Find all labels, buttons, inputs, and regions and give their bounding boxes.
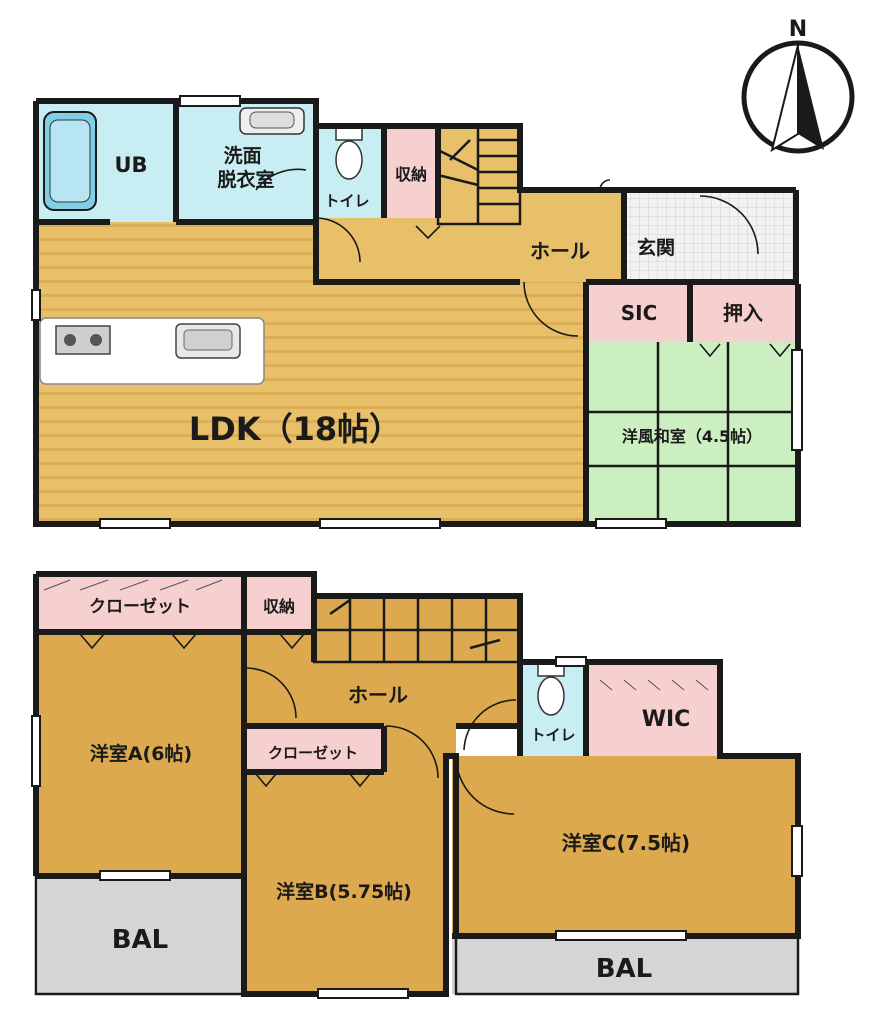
washbasin-icon bbox=[239, 107, 305, 135]
doors-2f bbox=[79, 633, 517, 815]
sic-floor bbox=[588, 282, 690, 342]
oshiire-floor bbox=[690, 282, 796, 342]
room-label-washroom: 洗面 脱衣室 bbox=[217, 144, 274, 191]
room-label-washroom-line2: 脱衣室 bbox=[217, 168, 274, 191]
stove-icon bbox=[55, 325, 111, 355]
room-label-oshiire: 押入 bbox=[723, 301, 763, 325]
room-label-ub: UB bbox=[114, 153, 147, 177]
compass-icon bbox=[741, 40, 855, 154]
room-label-sic: SIC bbox=[621, 301, 658, 325]
windows-1f bbox=[31, 95, 803, 529]
toilet-icon bbox=[537, 663, 565, 716]
bathtub-icon bbox=[43, 111, 97, 211]
doors-1f bbox=[255, 168, 791, 358]
floor-1: UB 洗面 脱衣室 トイレ 収納 ホール 玄関 SIC 押入 LDK（18帖） … bbox=[31, 95, 803, 529]
storage-1f-floor bbox=[384, 126, 438, 218]
room-c-floor bbox=[452, 756, 796, 936]
wic-floor bbox=[586, 662, 720, 756]
kitchen-counter bbox=[39, 317, 265, 385]
sink-icon bbox=[175, 323, 241, 359]
walls-1f bbox=[33, 98, 801, 527]
compass-north-label: N bbox=[789, 17, 807, 42]
entrance-floor bbox=[624, 190, 796, 282]
room-label-storage-2f: 収納 bbox=[263, 597, 295, 616]
floor-2: クローゼット 収納 ホール 洋室A(6帖) クローゼット トイレ WIC 洋室B… bbox=[31, 571, 803, 999]
room-label-entrance: 玄関 bbox=[637, 236, 675, 259]
room-label-toilet-1f: トイレ bbox=[324, 192, 369, 210]
room-label-storage-1f: 収納 bbox=[395, 165, 427, 184]
room-label-japanese-room: 洋風和室（4.5帖） bbox=[622, 427, 762, 446]
tatami-lines bbox=[588, 342, 796, 522]
toilet-icon bbox=[335, 127, 363, 180]
room-label-room-b: 洋室B(5.75帖) bbox=[276, 880, 412, 903]
room-label-closet-b: クローゼット bbox=[268, 744, 358, 762]
room-label-room-a: 洋室A(6帖) bbox=[90, 742, 192, 765]
room-label-hall-2f: ホール bbox=[348, 683, 408, 707]
room-a-floor bbox=[38, 632, 244, 876]
storage-2f-floor bbox=[244, 576, 314, 632]
room-label-bal-right: BAL bbox=[596, 954, 653, 984]
room-label-hall-1f: ホール bbox=[530, 239, 590, 263]
closet-a-floor bbox=[38, 576, 244, 632]
balcony-edges bbox=[34, 876, 800, 996]
room-label-closet-a: クローゼット bbox=[89, 596, 191, 617]
room-label-washroom-line1: 洗面 bbox=[224, 144, 262, 167]
room-label-ldk: LDK（18帖） bbox=[189, 410, 401, 448]
room-label-wic: WIC bbox=[642, 707, 691, 732]
room-label-toilet-2f: トイレ bbox=[530, 726, 575, 744]
closet-b-floor bbox=[244, 726, 384, 772]
room-label-bal-left: BAL bbox=[112, 925, 169, 955]
windows-2f bbox=[31, 656, 803, 999]
japanese-room-floor bbox=[588, 342, 796, 522]
closet-hanger-rods bbox=[43, 579, 709, 691]
room-label-room-c: 洋室C(7.5帖) bbox=[562, 831, 690, 855]
balcony-left-floor bbox=[38, 876, 244, 994]
balcony-right-floor bbox=[452, 936, 798, 994]
